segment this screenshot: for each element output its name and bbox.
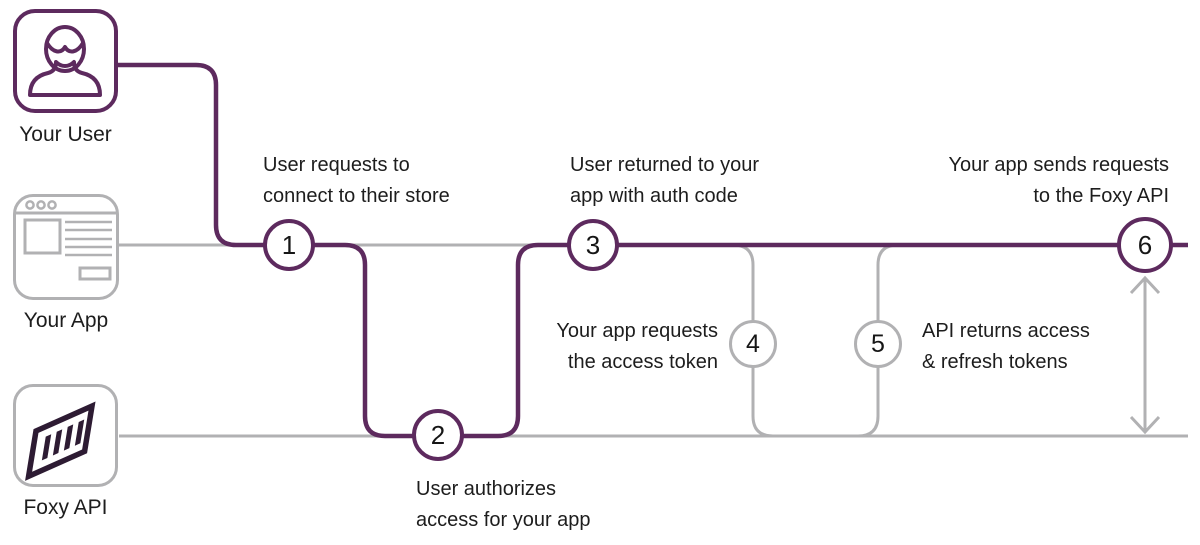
your-app-box (13, 194, 119, 300)
step-number: 3 (585, 229, 601, 260)
note-line: API returns access (922, 320, 1090, 342)
step-number: 1 (281, 229, 297, 260)
foxy-api-box (13, 384, 118, 487)
step-3-note: User returned to your app with auth code (570, 150, 759, 212)
step-number: 4 (746, 329, 760, 358)
actor-label-your-app: Your App (23, 309, 109, 332)
step-number: 2 (430, 419, 446, 450)
step-node-5: 5 (854, 320, 902, 368)
actor-label-foxy-api: Foxy API (23, 496, 108, 519)
note-line: User authorizes (416, 478, 557, 500)
note-line: app with auth code (570, 185, 738, 207)
user-flow-path (116, 62, 1188, 439)
step-number: 5 (871, 329, 885, 358)
foxy-barcode-logo-icon (25, 401, 96, 481)
step-node-2: 2 (412, 409, 464, 461)
note-line: User returned to your (570, 154, 759, 176)
note-line: Your app sends requests (948, 154, 1169, 176)
note-line: Your app requests (556, 320, 718, 342)
note-line: User requests to (263, 154, 410, 176)
note-line: to the Foxy API (1033, 185, 1169, 207)
note-line: & refresh tokens (922, 351, 1068, 373)
step-5-note: API returns access & refresh tokens (922, 316, 1090, 378)
person-bust-icon (28, 25, 102, 97)
step-node-6: 6 (1117, 217, 1173, 273)
note-line: access for your app (416, 509, 591, 531)
step-node-4: 4 (729, 320, 777, 368)
double-headed-arrow-icon (1129, 275, 1161, 435)
step-6-note: Your app sends requests to the Foxy API (948, 150, 1169, 212)
step-1-note: User requests to connect to their store (263, 150, 450, 212)
step-node-3: 3 (567, 219, 619, 271)
step-number: 6 (1137, 229, 1153, 260)
note-line: connect to their store (263, 185, 450, 207)
note-line: the access token (567, 351, 718, 373)
your-user-box (13, 9, 118, 113)
step-2-note: User authorizes access for your app (416, 474, 591, 536)
step-4-note: Your app requests the access token (556, 316, 718, 378)
actor-label-your-user: Your User (19, 123, 112, 146)
step-node-1: 1 (263, 219, 315, 271)
browser-window-icon (16, 200, 116, 281)
